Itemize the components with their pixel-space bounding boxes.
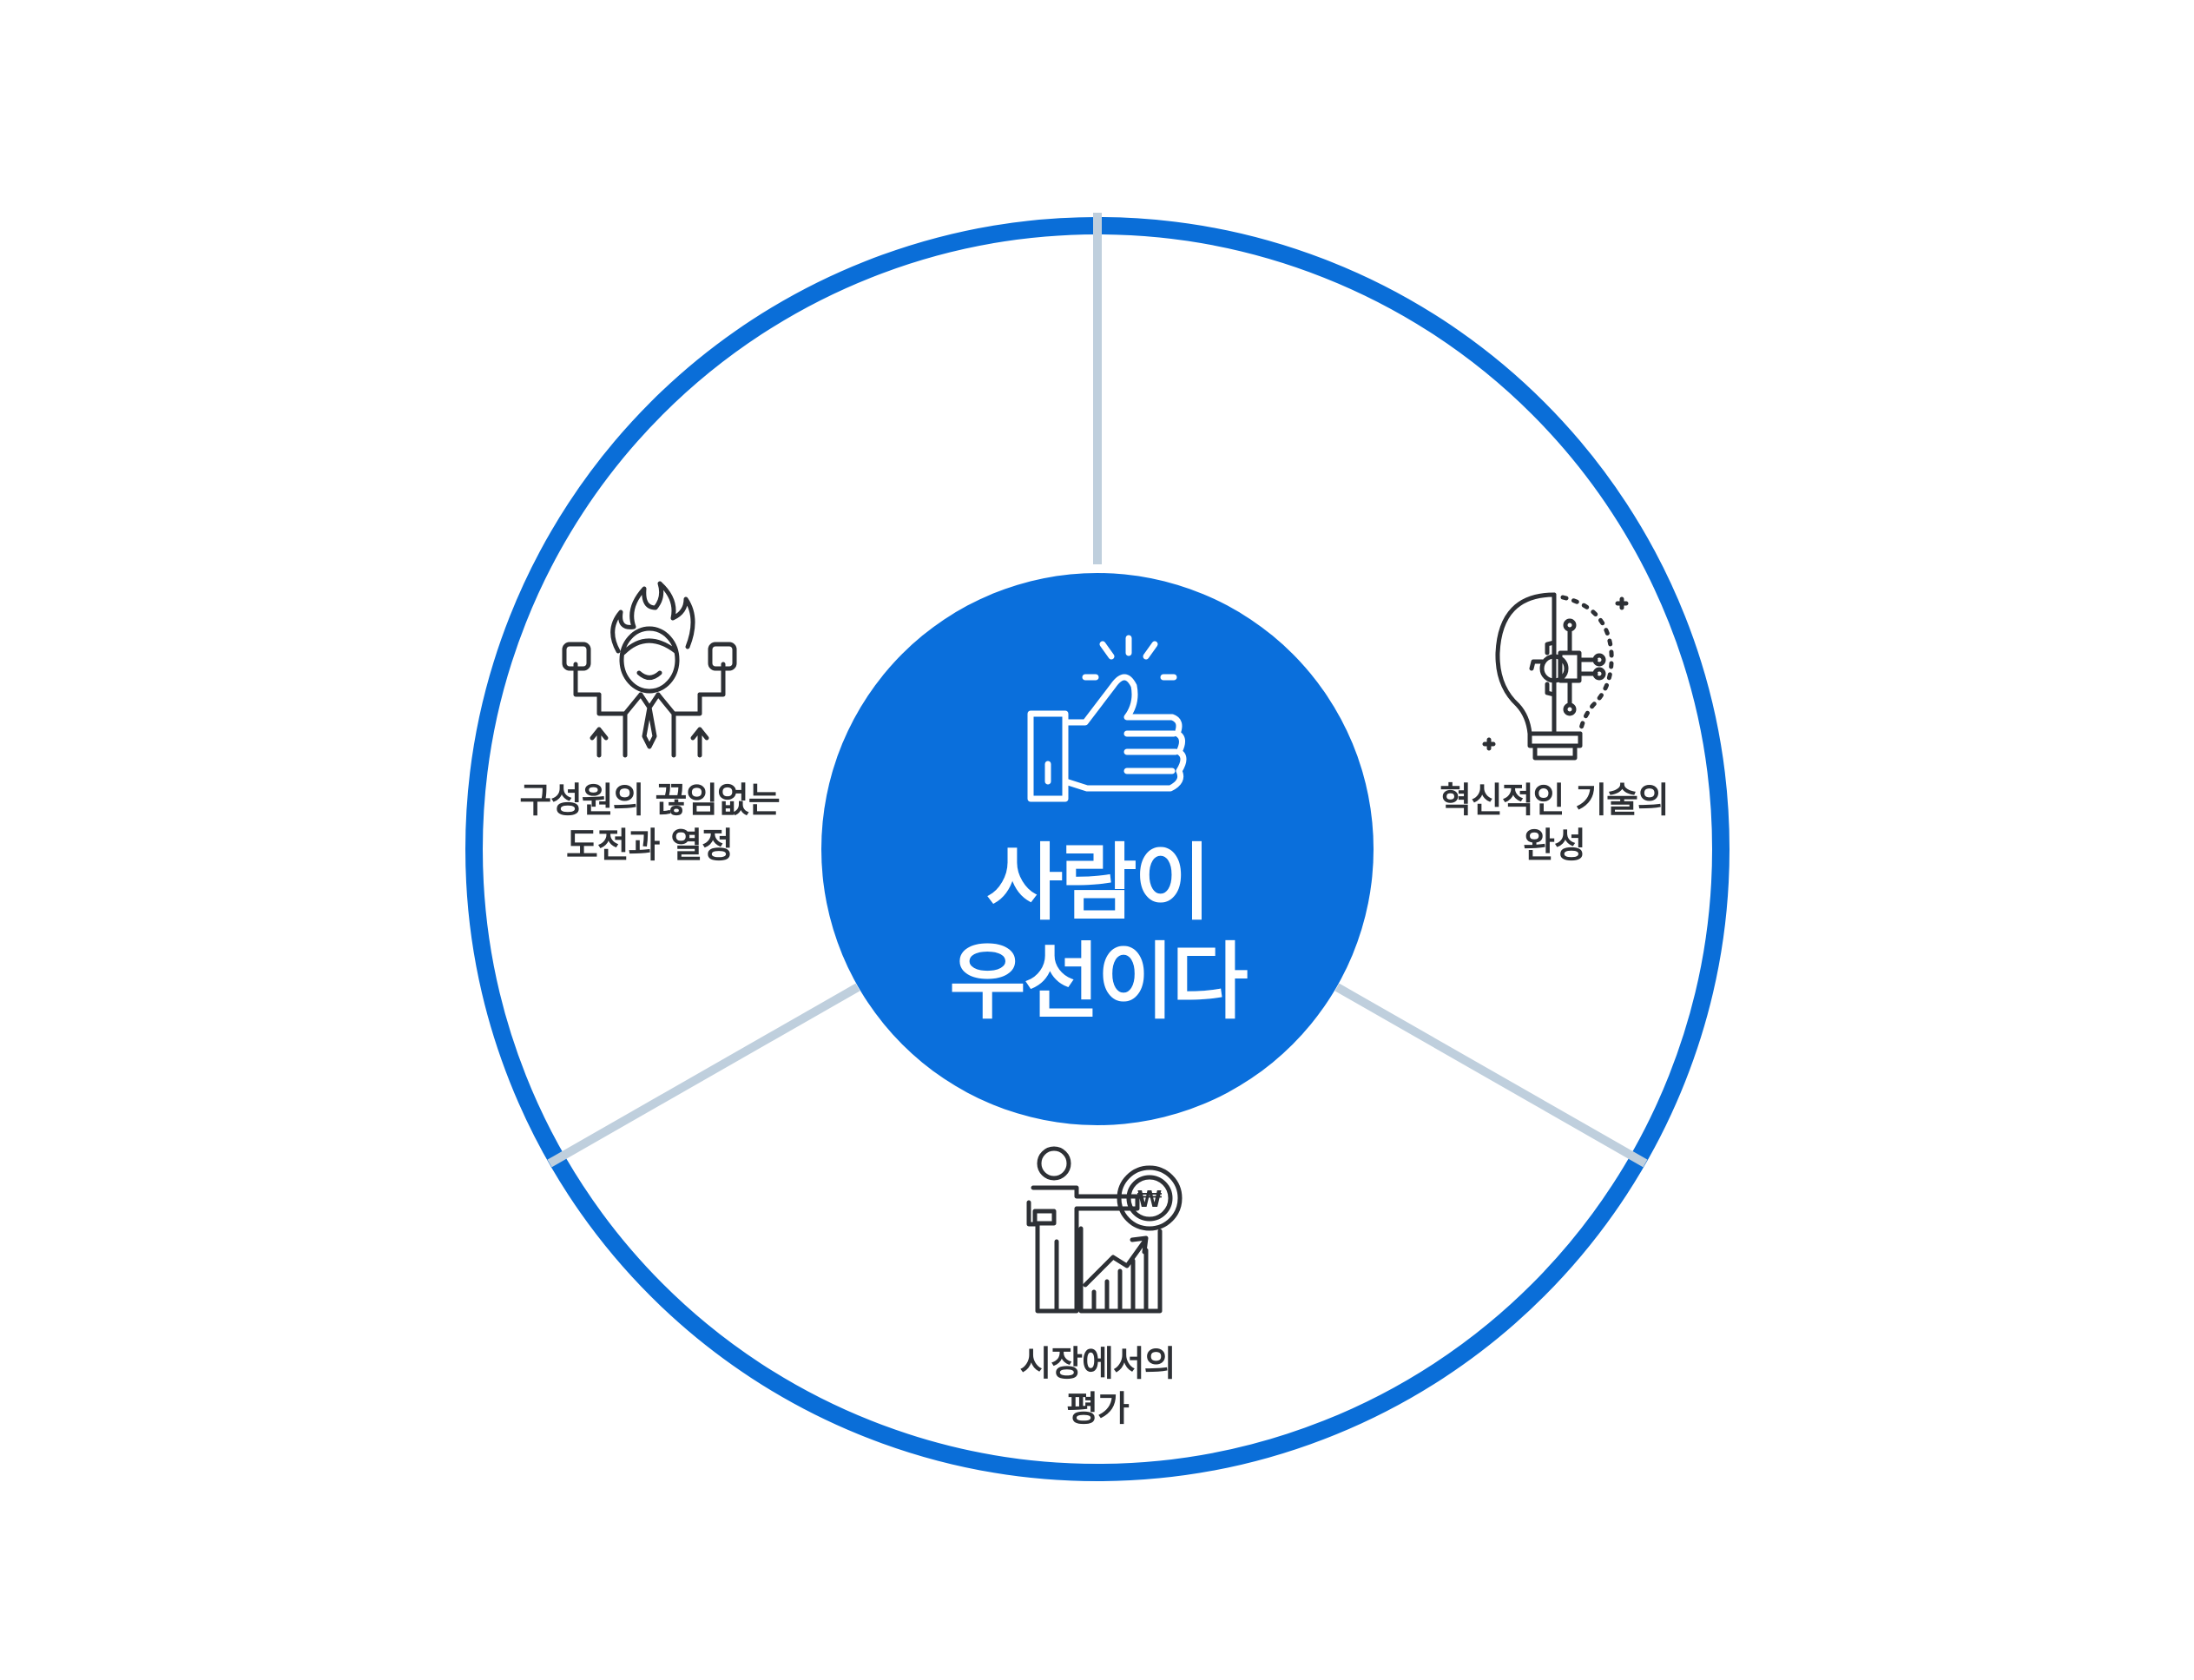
segment-label-technology-line2: 완성 bbox=[1523, 826, 1586, 866]
center-disc bbox=[821, 573, 1374, 1125]
segment-label-market-line2: 평가 bbox=[1066, 1389, 1130, 1429]
segment-label-passion: 구성원의 끊임없는 도전과 열정 bbox=[476, 778, 823, 868]
market-growth-icon: ₩ bbox=[1026, 1146, 1183, 1314]
center-title-line1: 사람이 bbox=[986, 834, 1211, 932]
thumbs-up-icon bbox=[1027, 635, 1187, 802]
divider-left bbox=[547, 983, 860, 1168]
passionate-person-icon bbox=[562, 581, 737, 758]
tech-lightbulb-icon bbox=[1482, 592, 1629, 761]
segment-label-market: 시장에서의 평가 bbox=[924, 1341, 1271, 1432]
segment-label-technology: 혁신적인 기술의 완성 bbox=[1380, 778, 1728, 868]
segment-label-technology-line1: 혁신적인 기술의 bbox=[1440, 781, 1670, 820]
center-title-line2: 우선이다 bbox=[949, 933, 1248, 1031]
segment-label-passion-line2: 도전과 열정 bbox=[566, 826, 734, 866]
svg-text:₩: ₩ bbox=[1137, 1187, 1163, 1213]
divider-right bbox=[1334, 983, 1648, 1168]
center-title: 사람이 우선이다 bbox=[837, 833, 1358, 1031]
segment-label-passion-line1: 구성원의 끊임없는 bbox=[519, 781, 780, 820]
segment-label-market-line1: 시장에서의 bbox=[1019, 1344, 1176, 1384]
